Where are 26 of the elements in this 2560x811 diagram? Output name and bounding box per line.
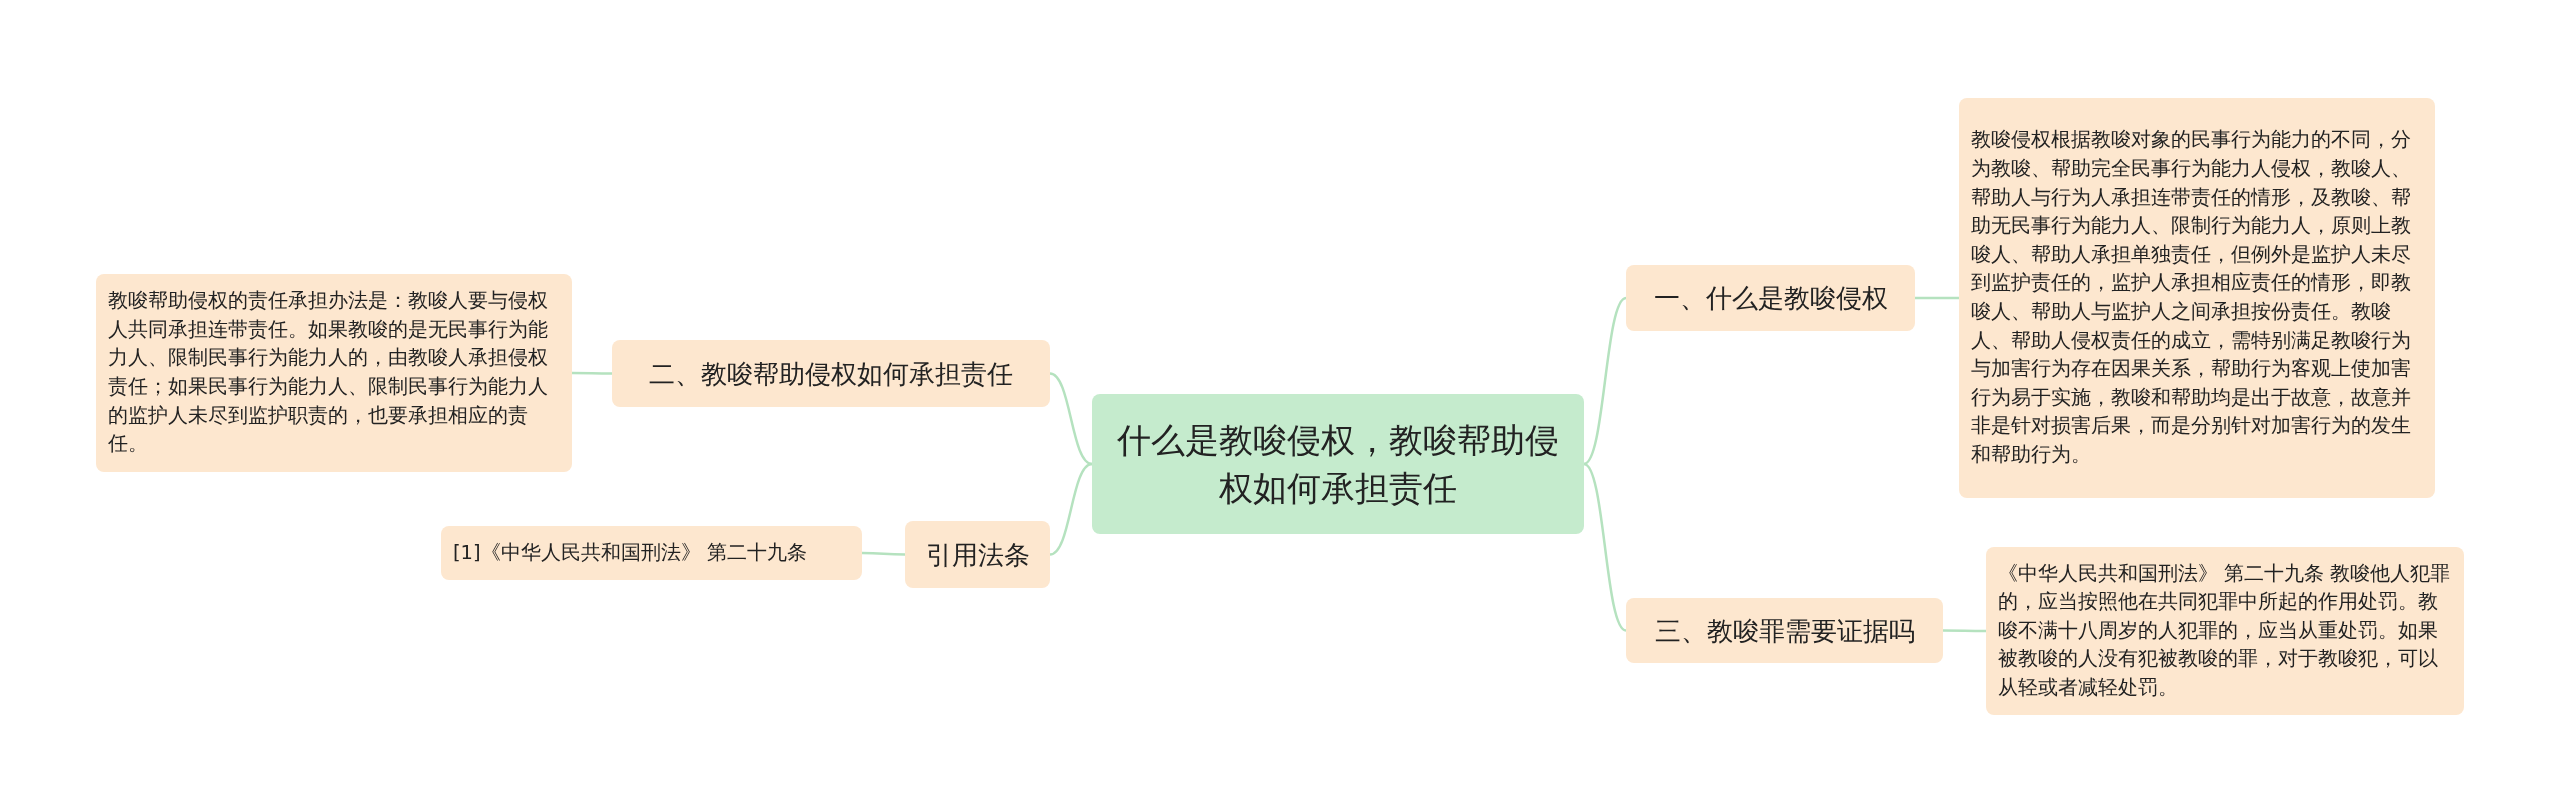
branch-box (1626, 265, 1915, 331)
branch-label: 二、教唆帮助侵权如何承担责任 (649, 357, 1013, 391)
note-card (441, 526, 862, 580)
note-text: 教唆侵权根据教唆对象的民事行为能力的不同，分为教唆、帮助完全民事行为能力人侵权，教唆人、帮助人与行为人承担连带责任的情形，及教唆、帮助无民事行为能力人、限制行为能力人，原则上教唆人、帮助人承担单独责任，但例外是监护人未尽到监护责任的，监护人承担相应责任的情形，即教唆人、帮助人与监护人之间承担按份责任。教唆人、帮助人侵权责任的成立，需特别满足教唆行为与加害行为存在因果关系，帮助行为客观上使加害行为易于实施，教唆和帮助均是出于故意，故意并非是针对损害后果，而是分别针对加害行为的发生和帮助行为。 (1971, 127, 2412, 468)
branch-label: 引用法条 (925, 538, 1030, 572)
topic-box (1092, 394, 1584, 534)
connector-line (1583, 296, 1627, 466)
branch-box (905, 521, 1050, 588)
connector-line (572, 371, 612, 375)
connector-line (1943, 629, 1986, 633)
note-text: 《中华人民共和国刑法》 第二十九条 教唆他人犯罪的，应当按照他在共同犯罪中所起的作用处罚。教唆不满十八周岁的人犯罪的，应当从重处罚。如果被教唆的人没有犯被教唆的罪，对于教唆犯，可以从轻或者减轻处罚。 (1998, 560, 2452, 701)
connector-line (1915, 296, 1959, 300)
topic-title: 什么是教唆侵权，教唆帮助侵权如何承担责任 (1116, 419, 1560, 510)
connector-line (862, 551, 905, 556)
note-card (96, 274, 572, 472)
branch-box (612, 340, 1050, 407)
connector-line (1049, 372, 1093, 466)
note-text: [1]《中华人民共和国刑法》 第二十九条 (453, 539, 807, 566)
note-card (1959, 98, 2435, 498)
connector-line (1049, 462, 1093, 556)
branch-label: 一、什么是教唆侵权 (1653, 282, 1888, 315)
branch-label: 三、教唆罪需要证据吗 (1654, 614, 1915, 648)
note-card (1986, 547, 2464, 715)
note-text: 教唆帮助侵权的责任承担办法是：教唆人要与侵权人共同承担连带责任。如果教唆的是无民事行为能力人、限制民事行为能力人的，由教唆人承担侵权责任；如果民事行为能力人、限制民事行为能力人的监护人未尽到监护职责的，也要承担相应的责任。 (108, 288, 549, 458)
branch-box (1626, 598, 1943, 663)
connector-line (1583, 462, 1627, 632)
